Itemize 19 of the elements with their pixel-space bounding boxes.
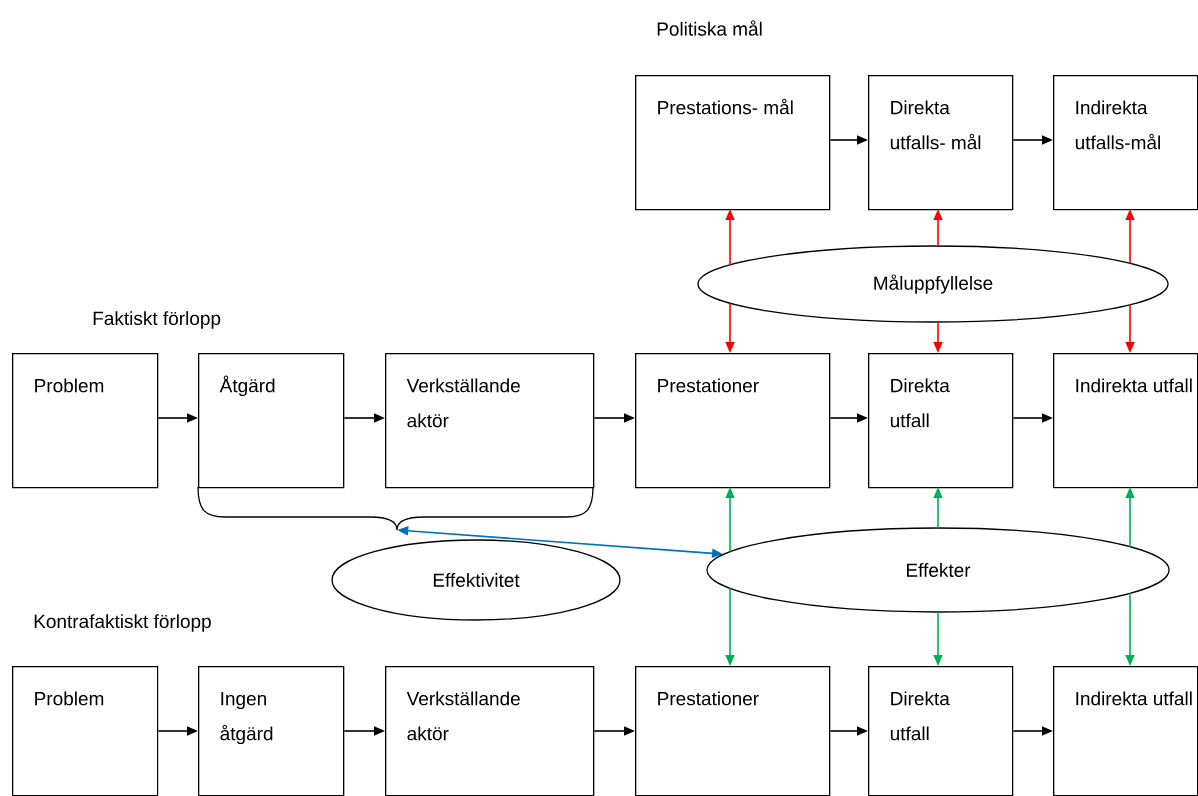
process-box: Indirekta utfalls-mål xyxy=(1053,75,1198,211)
process-box: Åtgärd xyxy=(198,353,345,489)
section-heading: Kontrafaktiskt förlopp xyxy=(34,614,211,632)
curly-brace xyxy=(197,486,594,531)
section-heading: Politiska mål xyxy=(657,20,762,36)
process-box: Direkta utfalls- mål xyxy=(868,75,1014,211)
process-box: Direkta utfall xyxy=(868,353,1014,489)
process-box: Verkställande aktör xyxy=(385,353,595,489)
process-box: Problem xyxy=(12,666,159,796)
process-box: Prestations- mål xyxy=(635,75,831,211)
process-box: Indirekta utfall xyxy=(1053,353,1198,489)
section-heading: Faktiskt förlopp xyxy=(93,311,221,329)
process-box: Direkta utfall xyxy=(868,666,1014,796)
process-box: Indirekta utfall xyxy=(1053,666,1198,796)
process-box: Prestationer xyxy=(635,353,831,489)
process-box: Ingen åtgärd xyxy=(198,666,345,796)
process-box: Verkställande aktör xyxy=(385,666,595,796)
process-box: Problem xyxy=(12,353,159,489)
process-box: Prestationer xyxy=(635,666,831,796)
